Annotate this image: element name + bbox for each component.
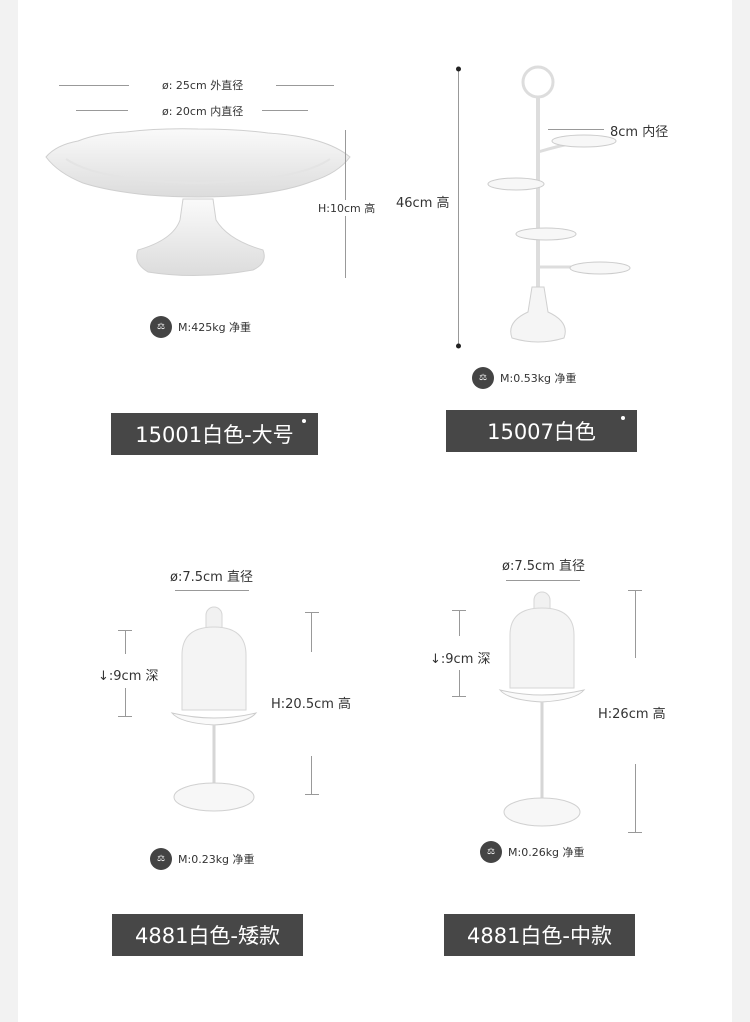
weight-info: ⚖ M:425kg 净重 — [150, 316, 251, 338]
depth-label: ↓:9cm 深 — [98, 669, 159, 684]
weight-label: M:0.26kg 净重 — [508, 846, 585, 859]
weight-label: M:425kg 净重 — [178, 321, 252, 334]
height-line-vertical-top — [635, 590, 636, 658]
depth-value: :9cm 深 — [108, 669, 159, 684]
inner-diameter-label: 8cm 内径 — [610, 125, 669, 140]
outer-diameter-line-left — [59, 85, 129, 86]
diameter-line — [175, 590, 249, 591]
scale-icon: ⚖ — [150, 848, 172, 870]
depth-value: :9cm 深 — [440, 652, 491, 667]
outer-diameter-label: ø: 25cm 外直径 — [162, 79, 244, 92]
height-line-dots — [456, 66, 461, 349]
product-title: 15007白色 — [487, 420, 596, 444]
scale-icon: ⚖ — [480, 841, 502, 863]
depth-line-vertical-top — [125, 630, 126, 654]
diameter-label: ø:7.5cm 直径 — [170, 570, 253, 585]
depth-label: ↓:9cm 深 — [430, 652, 491, 667]
depth-line-bottom — [452, 696, 466, 697]
inner-diameter-label: ø: 20cm 内直径 — [162, 105, 244, 118]
inner-diameter-line-right — [262, 110, 308, 111]
dome-stand-medium-image — [498, 591, 586, 827]
inner-diameter-line — [548, 129, 604, 130]
scale-icon: ⚖ — [472, 367, 494, 389]
weight-label: M:0.23kg 净重 — [178, 853, 255, 866]
weight-info: ⚖ M:0.53kg 净重 — [472, 367, 577, 389]
weight-info: ⚖ M:0.26kg 净重 — [480, 841, 585, 863]
product-title-box: 15007白色 — [446, 410, 637, 452]
dot-decoration — [621, 416, 625, 420]
depth-line-vertical-top — [459, 610, 460, 636]
product-title-box: 15001白色-大号 — [111, 413, 318, 455]
height-line-bottom — [628, 832, 642, 833]
depth-line-vertical-bottom — [459, 670, 460, 696]
height-line-vertical-top — [311, 612, 312, 652]
inner-diameter-line-left — [76, 110, 128, 111]
height-label: H:10cm 高 — [318, 200, 376, 216]
height-line-bottom — [305, 794, 319, 795]
tiered-stand-image — [487, 65, 631, 343]
scale-icon: ⚖ — [150, 316, 172, 338]
weight-label: M:0.53kg 净重 — [500, 372, 577, 385]
dot-decoration — [302, 419, 306, 423]
outer-diameter-line-right — [276, 85, 334, 86]
depth-line-vertical-bottom — [125, 688, 126, 716]
diameter-label: ø:7.5cm 直径 — [502, 559, 585, 574]
product-spec-page: ø: 25cm 外直径 ø: 20cm 内直径 H:10cm 高 ⚖ M:425… — [18, 0, 732, 1022]
diameter-line — [506, 580, 580, 581]
weight-info: ⚖ M:0.23kg 净重 — [150, 848, 255, 870]
product-title: 4881白色-矮款 — [134, 924, 281, 948]
dome-stand-short-image — [170, 606, 258, 812]
height-label: H:20.5cm 高 — [271, 697, 352, 712]
cake-stand-large-image — [45, 128, 351, 277]
height-line-vertical-bottom — [635, 764, 636, 832]
height-line — [458, 68, 459, 348]
height-label: H:26cm 高 — [598, 707, 666, 722]
product-title: 4881白色-中款 — [466, 924, 613, 948]
product-title-box: 4881白色-矮款 — [112, 914, 303, 956]
product-title: 15001白色-大号 — [135, 423, 294, 447]
height-label: 46cm 高 — [396, 192, 450, 211]
product-title-box: 4881白色-中款 — [444, 914, 635, 956]
height-line-top — [305, 612, 319, 613]
depth-line-bottom — [118, 716, 132, 717]
height-line-vertical-bottom — [311, 756, 312, 794]
